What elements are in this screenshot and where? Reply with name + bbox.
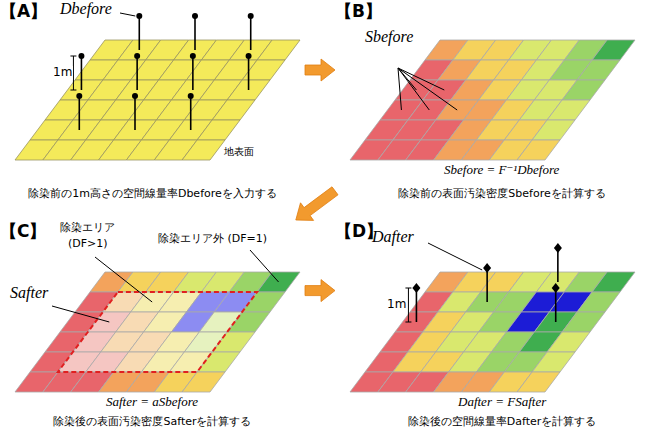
- step-caption: 除染前の表面汚染密度Sbeforeを計算する: [398, 186, 605, 201]
- variable-label: Dbefore: [60, 0, 112, 18]
- leader-line: [95, 257, 152, 302]
- grid-cell: [197, 120, 240, 140]
- dimension-tick: [70, 56, 76, 57]
- grid-cell: [517, 140, 560, 160]
- dimension-label: 1m: [386, 298, 407, 312]
- dimension-label: 1m: [52, 66, 73, 80]
- detector-pole: [486, 268, 488, 302]
- grid-cell: [547, 332, 590, 352]
- leader-line: [120, 13, 135, 16]
- variable-label: Safter: [10, 284, 48, 302]
- formula: Sbefore = F⁻¹Dbefore: [444, 163, 559, 178]
- detector-pole: [190, 96, 192, 130]
- detector-pole: [248, 56, 250, 90]
- grid-cell: [577, 60, 620, 80]
- detector-head: [136, 13, 142, 19]
- grid-cell: [592, 272, 635, 292]
- flow-arrow: [296, 187, 338, 221]
- detector-head: [134, 53, 140, 59]
- formula: Dafter = FSafter: [458, 395, 546, 410]
- detector-pole: [136, 56, 138, 90]
- ground-label: 地表面: [224, 146, 254, 158]
- area-label: 除染エリア: [60, 222, 115, 235]
- flow-arrow: [305, 280, 335, 302]
- leader-line: [398, 68, 401, 110]
- detector-head: [246, 53, 252, 59]
- detector-head: [132, 93, 138, 99]
- grid-cell: [532, 120, 575, 140]
- detector-pole: [192, 56, 194, 90]
- detector-pole: [81, 56, 83, 90]
- detector-head: [188, 93, 194, 99]
- grid-cell: [212, 100, 255, 120]
- detector-pole: [78, 96, 80, 130]
- detector-pole: [555, 288, 557, 322]
- area-label: 除染エリア外 (DF=1): [158, 233, 267, 246]
- grid-cell: [562, 80, 605, 100]
- dimension-tick: [405, 288, 411, 289]
- leader-line: [250, 250, 279, 282]
- detector-pole: [250, 16, 252, 50]
- detector-pole: [138, 16, 140, 50]
- grid-cell: [182, 372, 225, 392]
- leader-line: [52, 306, 109, 322]
- leader-line: [398, 68, 444, 90]
- detector-pole: [416, 288, 418, 322]
- grid-cell: [577, 292, 620, 312]
- step-heading: 【C】: [0, 220, 46, 243]
- dimension-tick: [70, 90, 76, 91]
- formula: Safter = aSbefore: [106, 395, 198, 410]
- detector-head: [190, 53, 196, 59]
- area-label: (DF>1): [68, 238, 108, 251]
- leader-line: [398, 68, 457, 110]
- detector-head: [483, 263, 491, 273]
- dimension-tick: [405, 322, 411, 323]
- leader-line: [428, 243, 482, 270]
- step-heading: 【A】: [0, 0, 47, 23]
- variable-label: Dafter: [372, 228, 414, 246]
- leader-line: [398, 68, 429, 110]
- step-panel: 【A】除染前の1m高さの空間線量率Dbeforeを入力する: [0, 0, 305, 212]
- detector-head: [412, 283, 420, 293]
- step-heading: 【B】: [335, 0, 382, 23]
- grid-cell: [592, 40, 635, 60]
- detector-head: [248, 13, 254, 19]
- step-caption: 除染後の表面汚染密度Safterを計算する: [53, 414, 251, 429]
- step-caption: 除染前の1m高さの空間線量率Dbeforeを入力する: [28, 186, 277, 201]
- decon-area-outline: [58, 292, 257, 372]
- grid-cell: [257, 40, 300, 60]
- detector-pole: [557, 248, 559, 282]
- detector-pole: [134, 96, 136, 130]
- detector-head: [554, 243, 562, 253]
- detector-head: [78, 53, 84, 59]
- variable-label: Sbefore: [365, 28, 413, 46]
- grid-cell: [182, 140, 225, 160]
- detector-pole: [194, 16, 196, 50]
- grid-cell: [532, 352, 575, 372]
- detector-head: [192, 13, 198, 19]
- dimension-line: [408, 288, 409, 322]
- grid-cell: [547, 100, 590, 120]
- detector-head: [76, 93, 82, 99]
- grid-cell: [562, 312, 605, 332]
- step-caption: 除染後の空間線量率Dafterを計算する: [408, 414, 597, 429]
- flow-arrow: [305, 59, 335, 81]
- detector-head: [552, 283, 560, 293]
- grid-cell: [517, 372, 560, 392]
